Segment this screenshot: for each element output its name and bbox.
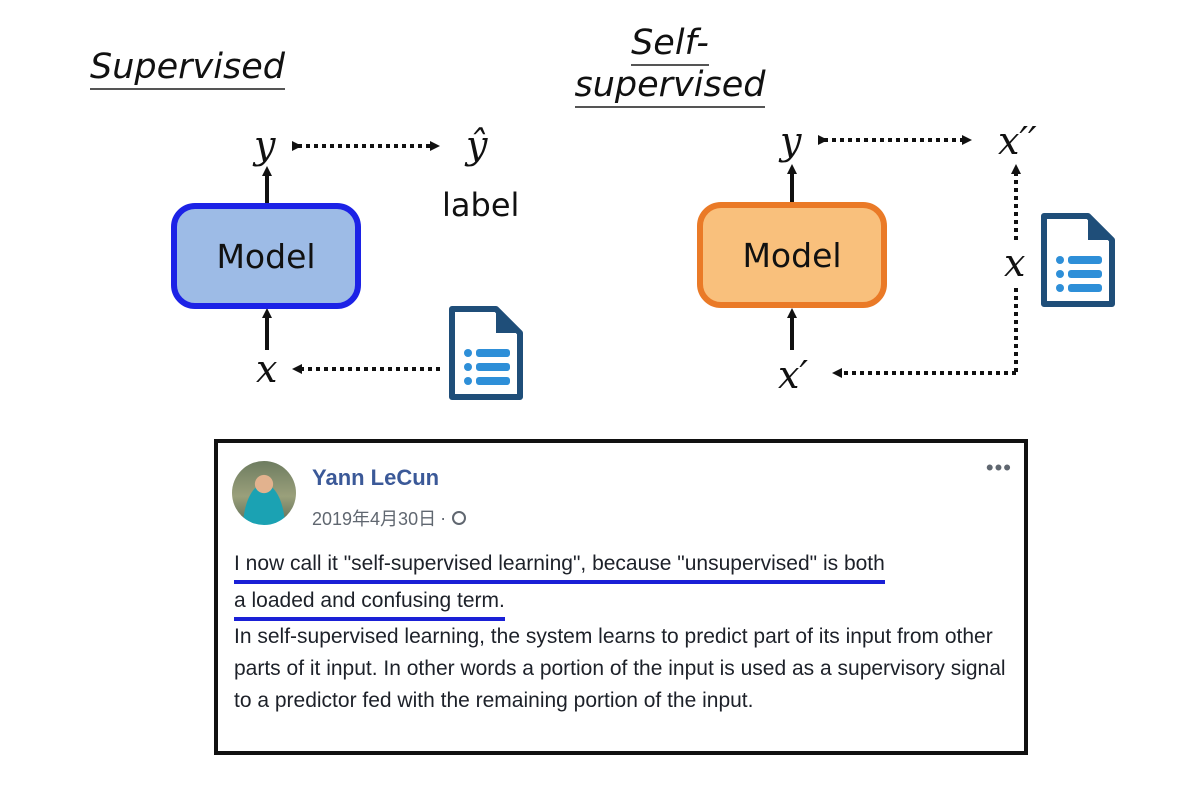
document-list-icon bbox=[1041, 213, 1115, 307]
quoted-post: Yann LeCun 2019年4月30日 · ••• I now call i… bbox=[214, 439, 1028, 755]
document-list-icon bbox=[449, 306, 523, 400]
supervised-output-var: y bbox=[254, 123, 276, 167]
post-body: In self-supervised learning, the system … bbox=[234, 625, 1006, 712]
highlight-line-2: a loaded and confusing term. bbox=[234, 584, 505, 621]
supervised-model-box: Model bbox=[171, 203, 361, 309]
globe-icon bbox=[452, 511, 467, 525]
self-model-label: Model bbox=[742, 235, 842, 275]
arrows-overlay bbox=[262, 135, 1021, 378]
more-options-icon[interactable]: ••• bbox=[985, 455, 1012, 480]
supervised-target-var: ŷ bbox=[466, 123, 488, 167]
supervised-title: Supervised bbox=[90, 46, 285, 90]
supervised-target-label: label bbox=[442, 186, 520, 224]
post-author[interactable]: Yann LeCun bbox=[312, 465, 440, 490]
avatar bbox=[232, 461, 296, 525]
self-input-var: x′ bbox=[778, 353, 809, 397]
highlight-line-1: I now call it "self-supervised learning"… bbox=[234, 547, 885, 584]
self-model-box: Model bbox=[697, 202, 887, 308]
post-date-text: 2019年4月30日 bbox=[312, 509, 437, 529]
post-date: 2019年4月30日 · bbox=[312, 505, 467, 531]
self-supervised-title: Self- supervised bbox=[570, 22, 770, 108]
post-date-separator: · bbox=[440, 507, 447, 528]
self-target-var: x′′ bbox=[998, 119, 1037, 163]
self-output-var: y bbox=[780, 119, 802, 163]
self-source-var: x bbox=[1004, 241, 1026, 285]
supervised-input-var: x bbox=[256, 347, 278, 391]
supervised-model-label: Model bbox=[216, 236, 316, 276]
post-highlighted-quote: I now call it "self-supervised learning"… bbox=[234, 547, 1014, 621]
